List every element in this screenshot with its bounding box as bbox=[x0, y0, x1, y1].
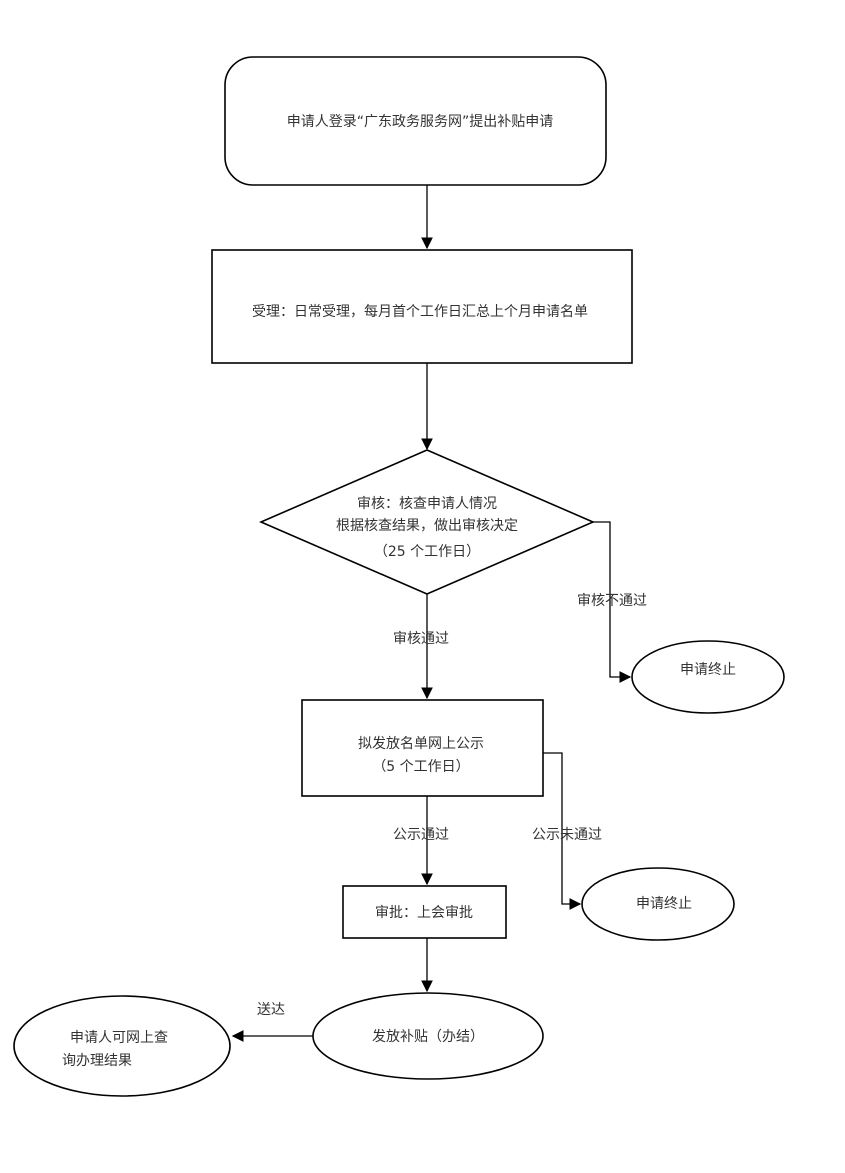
terminate-node-1-text: 申请终止 bbox=[680, 662, 736, 678]
terminate-node-1: 申请终止 bbox=[631, 640, 785, 714]
review-line2: 根据核查结果，做出审核决定 bbox=[336, 518, 518, 534]
disburse-node-text: 发放补贴（办结） bbox=[372, 1029, 484, 1045]
connectors bbox=[231, 185, 632, 1042]
edge-label-deliver: 送达 bbox=[257, 1002, 285, 1018]
edge-public-fail bbox=[543, 752, 582, 910]
result-node: 申请人可网上查 询办理结果 bbox=[13, 995, 231, 1097]
review-line1: 审核：核查申请人情况 bbox=[357, 496, 497, 512]
start-node: 申请人登录“广东政务服务网”提出补贴申请 bbox=[224, 56, 607, 186]
edge-label-review-fail: 审核不通过 bbox=[577, 593, 647, 609]
edge-label-review-pass: 审核通过 bbox=[393, 631, 449, 647]
terminate-node-2-text: 申请终止 bbox=[636, 896, 692, 912]
approve-node: 审批：上会审批 bbox=[342, 885, 507, 939]
edge-label-public-fail: 公示未通过 bbox=[532, 827, 602, 843]
accept-node-text: 受理：日常受理，每月首个工作日汇总上个月申请名单 bbox=[252, 304, 588, 320]
publicize-line2: （5 个工作日） bbox=[372, 759, 469, 775]
approve-node-text: 审批：上会审批 bbox=[375, 905, 473, 921]
publicize-line1: 拟发放名单网上公示 bbox=[358, 736, 484, 752]
start-node-text: 申请人登录“广东政务服务网”提出补贴申请 bbox=[287, 114, 554, 130]
edge-review-fail bbox=[593, 521, 632, 683]
terminate-node-2: 申请终止 bbox=[581, 867, 735, 941]
review-line3: （25 个工作日） bbox=[374, 544, 480, 560]
accept-node: 受理：日常受理，每月首个工作日汇总上个月申请名单 bbox=[211, 249, 633, 364]
result-line1: 申请人可网上查 bbox=[70, 1030, 168, 1046]
review-decision: 审核：核查申请人情况 根据核查结果，做出审核决定 （25 个工作日） bbox=[258, 449, 596, 595]
result-line2: 询办理结果 bbox=[62, 1053, 132, 1069]
disburse-node: 发放补贴（办结） bbox=[312, 992, 544, 1080]
edge-label-public-pass: 公示通过 bbox=[393, 827, 449, 843]
publicize-node: 拟发放名单网上公示 （5 个工作日） bbox=[301, 699, 544, 797]
